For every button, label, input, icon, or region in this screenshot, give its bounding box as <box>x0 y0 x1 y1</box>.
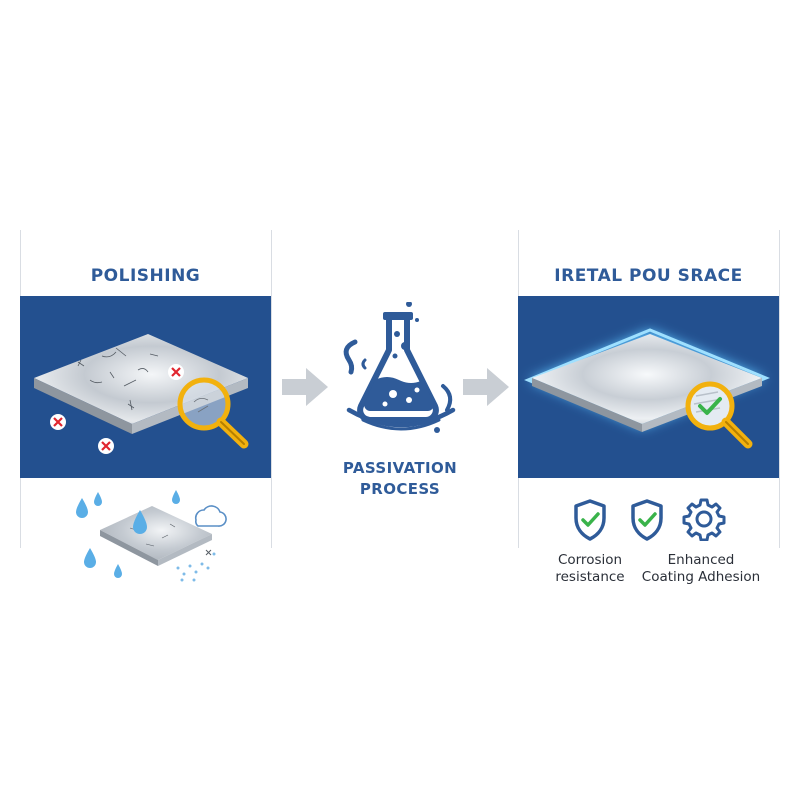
scratch-marks <box>77 347 159 411</box>
scratched-plate-illustration <box>34 334 249 454</box>
benefit-line1: Corrosion <box>557 552 623 568</box>
polishing-title: POLISHING <box>90 266 201 286</box>
result-title: IRETAL POU SRACE <box>554 266 743 286</box>
magnifier-icon <box>685 381 753 449</box>
shield-check-icon <box>631 499 663 541</box>
metal-plate <box>34 334 248 424</box>
metal-plate <box>532 334 762 424</box>
benefit-coating-adhesion: Enhanced Coating Adhesion <box>632 552 770 586</box>
wet-plate-illustration <box>76 490 227 582</box>
right-panel-edge-right <box>779 230 780 548</box>
cloud-icon <box>194 505 227 527</box>
glowing-plate-illustration <box>524 328 770 449</box>
arrow-right-icon <box>282 368 328 406</box>
benefit-corrosion-resistance: Corrosion resistance <box>540 552 640 586</box>
gear-icon <box>682 498 726 541</box>
benefit-line1: Enhanced <box>667 552 735 568</box>
cross-icon <box>98 438 114 454</box>
left-panel-edge-right <box>271 230 272 548</box>
process-label-line2: PROCESS <box>359 480 441 498</box>
benefit-line2: Coating Adhesion <box>641 569 761 585</box>
polishing-image <box>20 296 271 478</box>
cross-icon <box>50 414 66 430</box>
benefit-line2: resistance <box>555 569 625 585</box>
flask-icon <box>343 302 456 433</box>
cross-icon <box>168 364 184 380</box>
passivated-surface-image <box>518 296 779 478</box>
water-drop-icon <box>76 490 180 578</box>
shield-check-icon <box>574 499 606 541</box>
passivation-process-label: PASSIVATION PROCESS <box>300 458 500 500</box>
magnifier-icon <box>177 377 249 449</box>
check-icon <box>698 397 722 415</box>
arrow-right-icon <box>463 368 509 406</box>
process-label-line1: PASSIVATION <box>342 459 458 477</box>
